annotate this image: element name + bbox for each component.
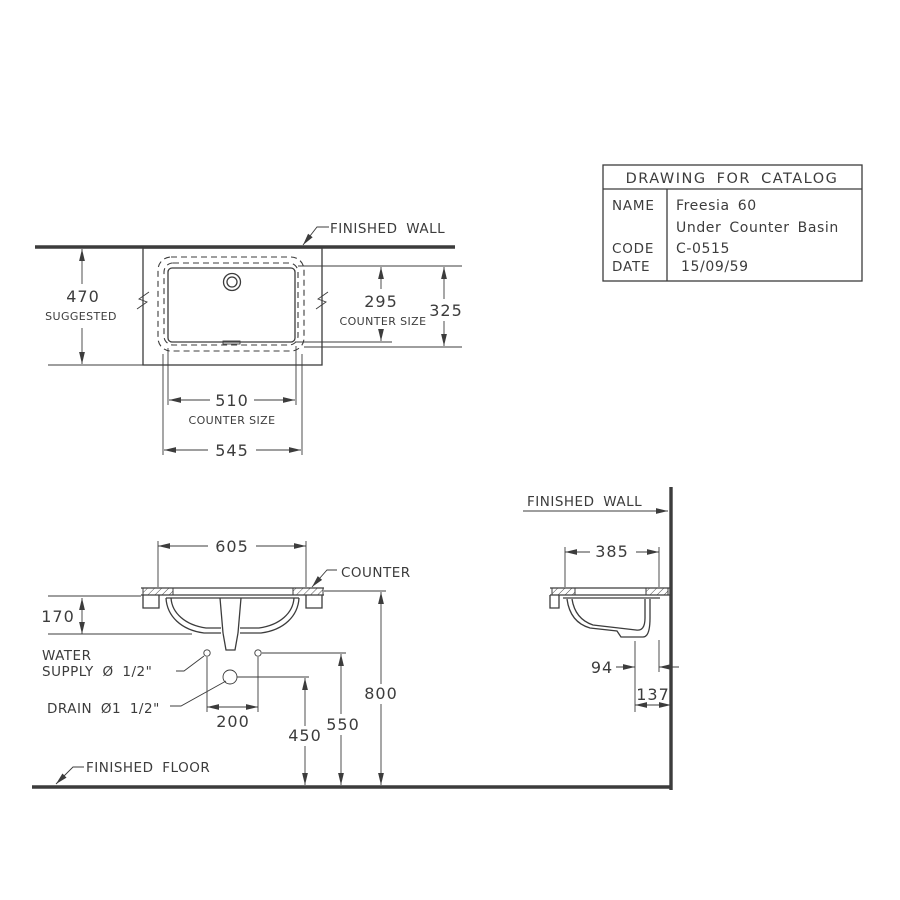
counter-hatch-right — [292, 587, 324, 596]
water-supply-label-line2: SUPPLY Ø 1/2" — [42, 664, 152, 680]
faucet-hole-outer — [222, 272, 242, 292]
basin-section-front — [165, 597, 300, 651]
dim-295-text: 295 — [364, 292, 398, 311]
drain-label: DRAIN Ø1 1/2" — [47, 701, 160, 717]
plan-extension-lines — [48, 265, 462, 455]
basin-section-side — [566, 598, 651, 638]
dim-605-text: 605 — [215, 537, 249, 556]
dim-200-text: 200 — [216, 712, 250, 731]
break-mark-squiggles — [136, 291, 329, 310]
dim-137-text: 137 — [636, 685, 670, 704]
dim-325-text: 325 — [429, 301, 463, 320]
counter-section-front — [141, 587, 324, 609]
dim-170-text: 170 — [41, 607, 75, 626]
plan-view: FINISHED WALL 470 SUGGESTED 295 COUNTER … — [35, 221, 463, 460]
counter-hatch-side-right — [645, 587, 669, 596]
water-supply-hole-left — [203, 649, 211, 657]
front-extension-lines — [48, 541, 386, 712]
counter-section-side — [549, 587, 671, 609]
counter-cutout-outline — [167, 267, 296, 343]
basin-inner-rim-dashed — [163, 262, 299, 346]
code-value: C-0515 — [676, 241, 730, 257]
front-view: 605 COUNTER 170 WATER SUPPLY Ø 1/2" DRAI… — [32, 537, 670, 789]
dim-470-note: SUGGESTED — [45, 310, 117, 323]
code-label: CODE — [612, 241, 654, 257]
water-supply-leader — [176, 655, 205, 672]
water-supply-label-line1: WATER — [42, 648, 91, 664]
counter-outline-plan — [142, 247, 323, 366]
name-label: NAME — [612, 198, 655, 214]
basin-outer-rim-dashed — [157, 256, 305, 352]
drain-leader — [170, 680, 227, 707]
dim-800-text: 800 — [364, 684, 398, 703]
water-supply-hole-right — [254, 649, 262, 657]
counter-leader — [311, 569, 337, 588]
dim-510-note: COUNTER SIZE — [189, 414, 276, 427]
date-value: 15/09/59 — [681, 259, 749, 275]
dim-550-text: 550 — [326, 715, 360, 734]
dim-470-text: 470 — [66, 287, 100, 306]
title-block: DRAWING FOR CATALOG NAME Freesia 60 Unde… — [602, 164, 863, 282]
name-value-line1: Freesia 60 — [676, 198, 757, 214]
title-block-border — [602, 164, 863, 282]
title-block-title: DRAWING FOR CATALOG — [626, 171, 839, 187]
side-extension-lines — [564, 547, 660, 712]
dim-94-text: 94 — [591, 658, 613, 677]
dim-545-text: 545 — [215, 441, 249, 460]
name-value-line2: Under Counter Basin — [676, 220, 839, 236]
finished-floor-leader — [55, 766, 84, 785]
dim-295-note: COUNTER SIZE — [340, 315, 427, 328]
faucet-hole-inner — [226, 276, 238, 288]
finished-wall-leader-plan — [302, 226, 329, 246]
counter-label: COUNTER — [341, 565, 411, 581]
finished-wall-label-plan: FINISHED WALL — [330, 221, 445, 237]
title-block-dividers — [603, 188, 862, 281]
side-view: FINISHED WALL 385 94 137 — [523, 487, 679, 790]
dim-450-text: 450 — [288, 726, 322, 745]
overflow-slot — [222, 340, 241, 345]
finished-wall-label-side: FINISHED WALL — [527, 494, 642, 510]
dim-510-text: 510 — [215, 391, 249, 410]
counter-hatch-left — [142, 587, 174, 596]
counter-hatch-side-left — [551, 587, 576, 596]
dim-385-text: 385 — [595, 542, 629, 561]
date-label: DATE — [612, 259, 650, 275]
finished-floor-label: FINISHED FLOOR — [86, 760, 210, 776]
